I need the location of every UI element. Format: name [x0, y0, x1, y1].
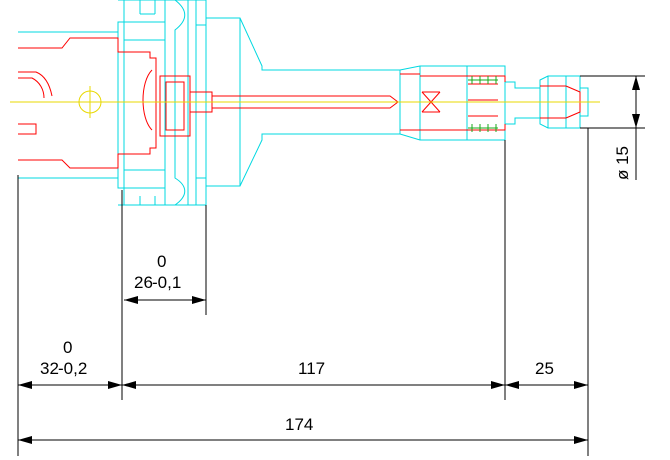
tool-diameter-label: ø 15: [613, 146, 632, 180]
extension-lines: [17, 75, 645, 456]
taper-tolerance-upper: 0: [63, 338, 72, 357]
flange-tolerance-lower: -0,1: [152, 273, 181, 292]
overall-length-label: 174: [285, 415, 313, 434]
tool-length-label: 25: [535, 359, 554, 378]
flange-nominal: 26: [134, 273, 153, 292]
diameter-dimension: ø 15: [613, 76, 640, 180]
flange-dimension: 0 26 -0,1: [124, 252, 206, 304]
center-line: [10, 86, 600, 118]
taper-tolerance-lower: -0,2: [58, 359, 87, 378]
overall-dimension: 174: [18, 415, 588, 444]
thread-detail: [468, 76, 498, 132]
taper-nominal: 32: [40, 359, 59, 378]
body-length-label: 117: [298, 359, 325, 378]
flange-tolerance-upper: 0: [157, 252, 166, 271]
chain-dimension: 0 32 -0,2 117 25: [18, 338, 588, 389]
section-detail: [18, 37, 581, 169]
